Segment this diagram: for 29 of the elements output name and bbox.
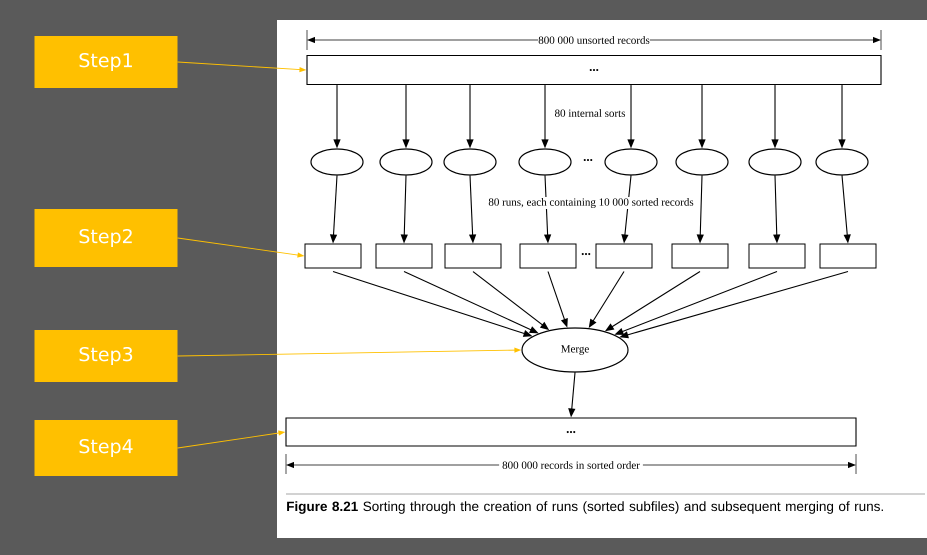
ellipsis: ... bbox=[583, 158, 593, 162]
step-box: Step2 bbox=[34, 209, 178, 267]
run-box bbox=[304, 244, 362, 268]
run-box bbox=[376, 244, 432, 268]
run-ellipse bbox=[310, 148, 364, 176]
run-ellipse bbox=[675, 148, 729, 176]
note-label: 80 runs, each containing 10 000 sorted records bbox=[486, 197, 696, 209]
run-ellipse bbox=[748, 148, 802, 176]
run-box bbox=[520, 244, 576, 268]
run-ellipse bbox=[379, 148, 433, 176]
records-box: ... bbox=[306, 54, 882, 86]
step-box: Step4 bbox=[34, 420, 178, 476]
run-ellipse bbox=[518, 148, 572, 176]
run-box bbox=[820, 244, 876, 268]
run-ellipse bbox=[604, 148, 658, 176]
records-box: ... bbox=[285, 417, 857, 447]
step-box: Step1 bbox=[34, 36, 178, 88]
figure-caption: Figure 8.21 Sorting through the creation of runs (sorted subfiles) and subsequent merging of runs. bbox=[287, 501, 883, 514]
run-box bbox=[672, 244, 728, 268]
dimension-label: 800 000 records in sorted order bbox=[499, 460, 643, 470]
run-box bbox=[444, 244, 502, 268]
run-ellipse bbox=[815, 148, 869, 176]
note-label: 80 internal sorts bbox=[552, 108, 628, 118]
run-ellipse bbox=[443, 148, 497, 176]
dimension-label: 800 000 unsorted records bbox=[538, 35, 650, 45]
run-box bbox=[596, 244, 652, 268]
run-box bbox=[748, 244, 806, 268]
ellipsis: ... bbox=[581, 252, 591, 256]
step-box: Step3 bbox=[34, 330, 178, 382]
